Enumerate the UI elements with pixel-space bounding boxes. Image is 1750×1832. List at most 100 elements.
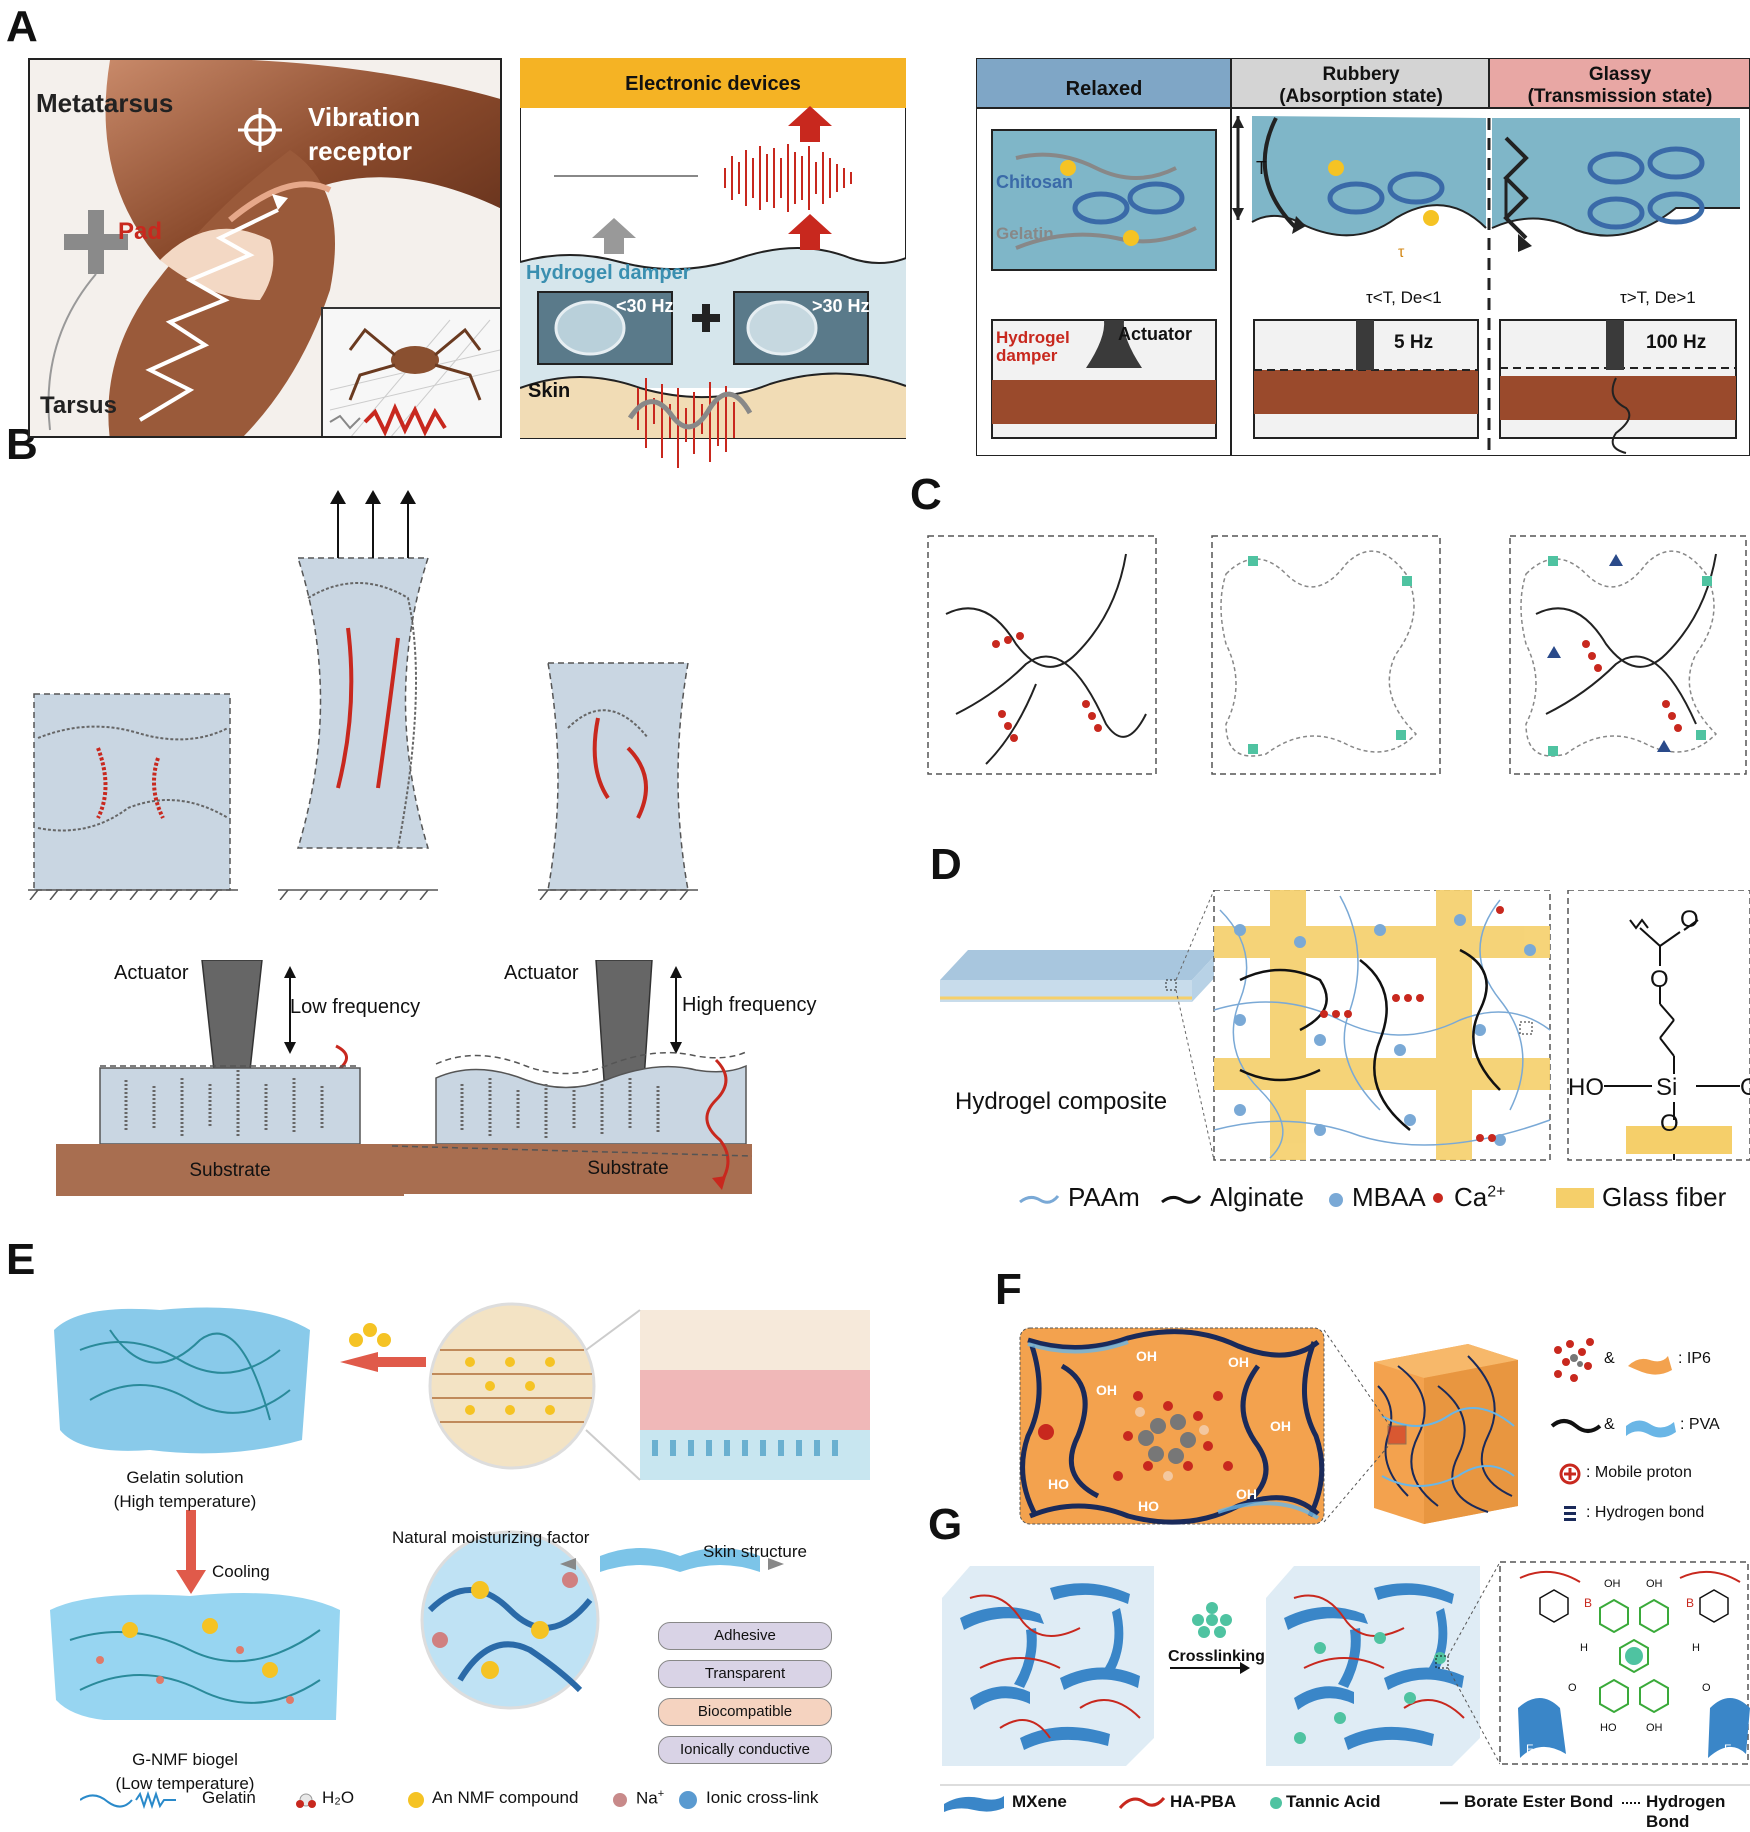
legend-alginate: Alginate	[1210, 1182, 1304, 1212]
label-low-temperature: (Low temperature)	[115, 1774, 255, 1793]
legend-e: Gelatin H₂O An NMF compound Na+ Ionic cr…	[80, 1778, 880, 1818]
legend-hydrogen-bond-g: Hydrogen Bond	[1646, 1792, 1726, 1831]
label-100hz: 100 Hz	[1646, 332, 1707, 353]
oh-label-1: OH	[1096, 1382, 1117, 1398]
legend-gelatin: Gelatin	[202, 1788, 256, 1807]
label-actuator-a: Actuator	[1118, 324, 1193, 344]
chem-oh-3: OH	[1646, 1722, 1663, 1734]
label-hydrogel: Hydrogel	[996, 328, 1070, 347]
gelatin-biogel-diagram	[40, 1290, 870, 1720]
label-metatarsus: Metatarsus	[36, 88, 174, 118]
label-substrate-right: Substrate	[587, 1158, 669, 1179]
chem-o-top: O	[1650, 966, 1669, 993]
oh-label-3: OH	[1228, 1354, 1249, 1370]
label-vibration: Vibration	[308, 102, 421, 132]
label-above-30hz: >30 Hz	[812, 296, 870, 316]
legend-glass-fiber: Glass fiber	[1602, 1182, 1727, 1212]
chem-si: Si	[1656, 1074, 1678, 1101]
label-actuator-high: Actuator	[504, 962, 579, 984]
legend-g: MXene HA-PBA Tannic Acid Borate Ester Bo…	[940, 1784, 1750, 1831]
label-receptor: receptor	[308, 136, 413, 166]
oh-label-5: OH	[1236, 1486, 1257, 1502]
chem-b-right: B	[1686, 1596, 1695, 1610]
amp-ip6: &	[1604, 1350, 1615, 1367]
panel-letter-c: C	[910, 470, 942, 519]
label-relaxed: Relaxed	[1065, 78, 1143, 100]
label-high-temperature: (High temperature)	[113, 1492, 257, 1511]
property-transparent: Transparent	[658, 1660, 832, 1688]
property-adhesive: Adhesive	[658, 1622, 832, 1650]
label-gelatin: Gelatin	[996, 224, 1054, 243]
device-diagram	[520, 58, 906, 468]
chem-o-2: O	[1702, 1682, 1711, 1694]
panel-letter-f: F	[995, 1265, 1022, 1314]
label-pad: Pad	[118, 218, 163, 245]
actuator-substrate-diagram	[56, 960, 816, 1200]
legend-d: PAAm Alginate MBAA Ca2+ Glass fiber	[1018, 1178, 1750, 1218]
ip6-pva-diagram: OH OH OH OH OH HO HO & : IP6 & : PVA : M…	[1018, 1326, 1750, 1526]
label-biogel: G-NMF biogel	[132, 1750, 238, 1769]
legend-h2o: H₂O	[322, 1788, 355, 1807]
legend-paam: PAAm	[1068, 1182, 1140, 1212]
label-actuator-low: Actuator	[114, 962, 189, 984]
label-skin-structure: Skin structure	[703, 1542, 807, 1561]
label-glassy: Glassy	[1588, 64, 1652, 85]
chem-ho-1: HO	[1600, 1722, 1617, 1734]
chem-f-left: F	[1526, 1742, 1534, 1756]
property-list: Adhesive Transparent Biocompatible Ionic…	[658, 1622, 832, 1774]
legend-nmf-compound: An NMF compound	[432, 1788, 579, 1807]
legend-mobile-proton: : Mobile proton	[1586, 1464, 1692, 1481]
label-transmission-state: (Transmission state)	[1527, 86, 1713, 107]
label-nmf: Natural moisturizing factor	[392, 1528, 590, 1547]
legend-mxene: MXene	[1012, 1792, 1067, 1811]
panel-letter-d: D	[930, 840, 962, 889]
chem-oh-right: OH	[1740, 1074, 1750, 1101]
legend-tannic-acid: Tannic Acid	[1286, 1792, 1381, 1811]
legend-pva: : PVA	[1680, 1416, 1720, 1433]
legend-ionic-crosslink: Ionic cross-link	[706, 1788, 819, 1807]
label-electronic-devices: Electronic devices	[625, 73, 801, 95]
legend-ca: Ca2+	[1454, 1182, 1506, 1212]
oh-label-2: OH	[1136, 1348, 1157, 1364]
label-hydrogel-damper: Hydrogel damper	[526, 262, 691, 284]
legend-na: Na+	[636, 1788, 665, 1808]
panel-letter-e: E	[6, 1235, 36, 1284]
label-crosslinking: Crosslinking	[1168, 1648, 1265, 1665]
label-tau: τ	[1398, 244, 1405, 261]
label-condition-glassy: τ>T, De>1	[1620, 288, 1696, 307]
label-cooling: Cooling	[212, 1562, 270, 1581]
label-chitosan: Chitosan	[996, 172, 1074, 192]
label-low-frequency: Low frequency	[290, 996, 421, 1018]
property-ionically-conductive: Ionically conductive	[658, 1736, 832, 1764]
chem-oh-2: OH	[1646, 1578, 1663, 1590]
legend-ip6: : IP6	[1678, 1350, 1711, 1367]
chem-o-1: O	[1568, 1682, 1577, 1694]
label-below-30hz: <30 Hz	[616, 296, 674, 316]
chem-h-2: H	[1692, 1642, 1700, 1654]
label-skin: Skin	[528, 380, 571, 402]
amp-pva: &	[1604, 1416, 1615, 1433]
chem-o-carbonyl: O	[1680, 906, 1699, 933]
legend-ha-pba: HA-PBA	[1170, 1792, 1237, 1811]
network-panels-c	[926, 534, 1750, 778]
ho-label-2: HO	[1138, 1498, 1159, 1514]
label-damper: damper	[996, 346, 1058, 365]
chem-o-bottom: O	[1660, 1110, 1679, 1137]
label-tarsus: Tarsus	[40, 392, 117, 419]
ho-label-1: HO	[1048, 1476, 1069, 1492]
damper-states-table	[976, 58, 1750, 456]
property-biocompatible: Biocompatible	[658, 1698, 832, 1726]
chem-oh-1: OH	[1604, 1578, 1621, 1590]
label-condition-rubbery: τ<T, De<1	[1366, 288, 1442, 307]
label-5hz: 5 Hz	[1394, 332, 1434, 353]
chem-h-1: H	[1580, 1642, 1588, 1654]
legend-borate-ester-bond: Borate Ester Bond	[1464, 1792, 1614, 1811]
label-gelatin-solution: Gelatin solution	[126, 1468, 244, 1487]
legend-hydrogen-bond-f: : Hydrogen bond	[1586, 1504, 1705, 1521]
hydrogel-composite-diagram	[940, 890, 1750, 1170]
chem-f-right: F	[1724, 1742, 1732, 1756]
label-substrate-left: Substrate	[189, 1160, 271, 1181]
mxene-crosslinking-diagram: Crosslinking B B OH OH HO OH H H O O F F	[940, 1558, 1750, 1768]
chem-ho-left: HO	[1568, 1074, 1604, 1101]
label-rubbery: Rubbery	[1322, 64, 1400, 85]
